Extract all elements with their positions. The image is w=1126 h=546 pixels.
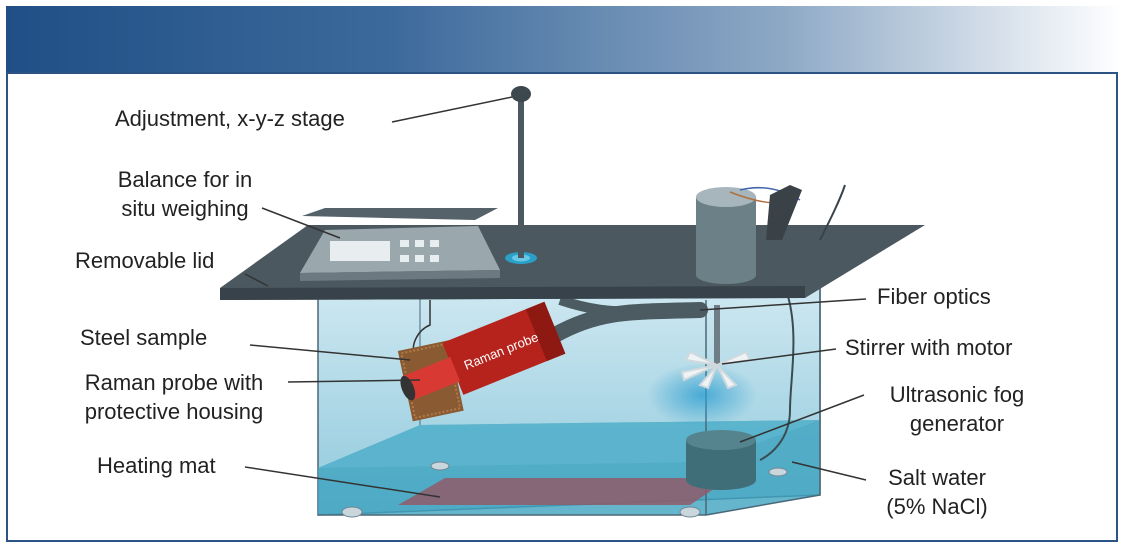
label-xyz-stage: Adjustment, x-y-z stage — [115, 106, 345, 131]
fog-generator — [686, 430, 756, 490]
label-heating-mat: Heating mat — [97, 453, 216, 478]
label-balance: Balance for in situ weighing — [95, 165, 275, 223]
label-raman-probe: Raman probe with protective housing — [62, 368, 286, 426]
label-salt-water: Salt water (5% NaCl) — [872, 463, 1002, 521]
label-fog-generator: Ultrasonic fog generator — [868, 380, 1046, 438]
balance-display — [330, 241, 390, 261]
label-balance-line1: Balance for in — [117, 167, 253, 192]
label-balance-line2: situ weighing — [121, 196, 249, 221]
xyz-stage — [505, 86, 537, 264]
header-banner — [6, 6, 1120, 72]
lid-clamp — [766, 184, 846, 241]
balance — [300, 208, 500, 281]
stirrer — [680, 305, 752, 390]
heating-mat — [398, 478, 730, 505]
label-steel-sample: Steel sample — [80, 325, 208, 350]
label-fiber-optics: Fiber optics — [877, 284, 991, 309]
label-raman-line1: Raman probe with — [84, 370, 264, 395]
power-cable — [759, 289, 795, 461]
label-salt-line1: Salt water — [888, 465, 986, 490]
label-stirrer: Stirrer with motor — [845, 335, 1013, 360]
leader-lines — [244, 96, 867, 498]
stirrer-motor — [696, 186, 801, 284]
label-raman-line2: protective housing — [84, 399, 264, 424]
label-removable-lid: Removable lid — [75, 248, 215, 273]
label-fog-line1: Ultrasonic fog — [889, 382, 1025, 407]
raman-probe: Raman probe — [400, 301, 566, 401]
label-salt-line2: (5% NaCl) — [886, 494, 988, 519]
balance-buttons — [400, 240, 439, 262]
label-fog-line2: generator — [909, 411, 1005, 436]
tank-feet — [341, 461, 788, 518]
